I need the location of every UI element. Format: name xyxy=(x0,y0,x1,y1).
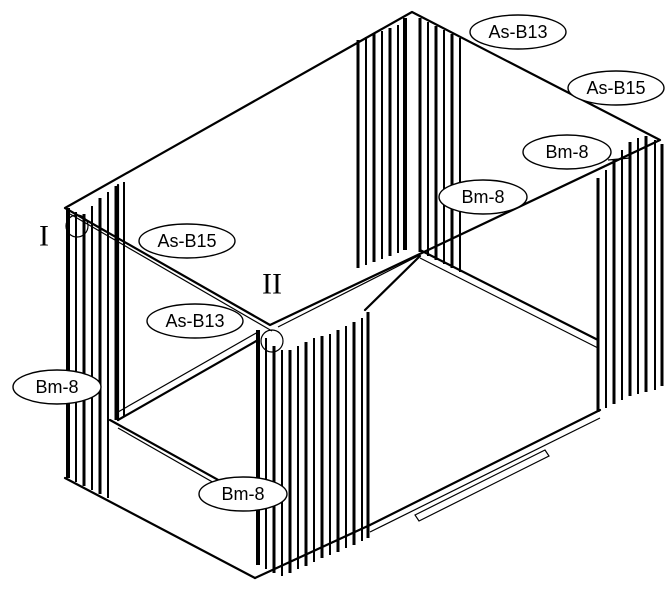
callout-bm8-back: Bm-8 xyxy=(438,179,528,215)
detail-two-circle xyxy=(260,329,284,353)
svg-text:As-B13: As-B13 xyxy=(488,22,547,42)
right-wall-panel-ribs xyxy=(596,136,664,412)
front-wall-panel-ribs xyxy=(256,312,370,576)
svg-text:Bm-8: Bm-8 xyxy=(35,377,78,397)
svg-text:As-B13: As-B13 xyxy=(165,311,224,331)
callout-bm8-right: Bm-8 xyxy=(522,134,631,170)
detail-marker-two: II xyxy=(262,268,282,301)
back-wall-panel-ribs xyxy=(356,18,407,268)
svg-text:Bm-8: Bm-8 xyxy=(545,142,588,162)
svg-text:Bm-8: Bm-8 xyxy=(221,484,264,504)
detail-marker-one: I xyxy=(39,220,49,253)
detail-one-circle xyxy=(65,214,89,238)
svg-text:Bm-8: Bm-8 xyxy=(461,187,504,207)
svg-text:As-B15: As-B15 xyxy=(157,231,216,251)
callout-bm8-left: Bm-8 xyxy=(12,369,102,405)
back-right-wall-panel-ribs xyxy=(418,18,461,272)
callout-as-b13-left: As-B13 xyxy=(146,303,244,339)
callout-as-b15-right: As-B15 xyxy=(567,70,665,106)
left-wall-panel-ribs xyxy=(66,182,125,498)
callout-as-b15-left: As-B15 xyxy=(138,223,236,259)
callout-bm8-front: Bm-8 xyxy=(198,476,288,512)
svg-text:As-B15: As-B15 xyxy=(586,78,645,98)
frame-edges xyxy=(63,10,662,580)
callout-as-b13-top: As-B13 xyxy=(469,14,567,50)
